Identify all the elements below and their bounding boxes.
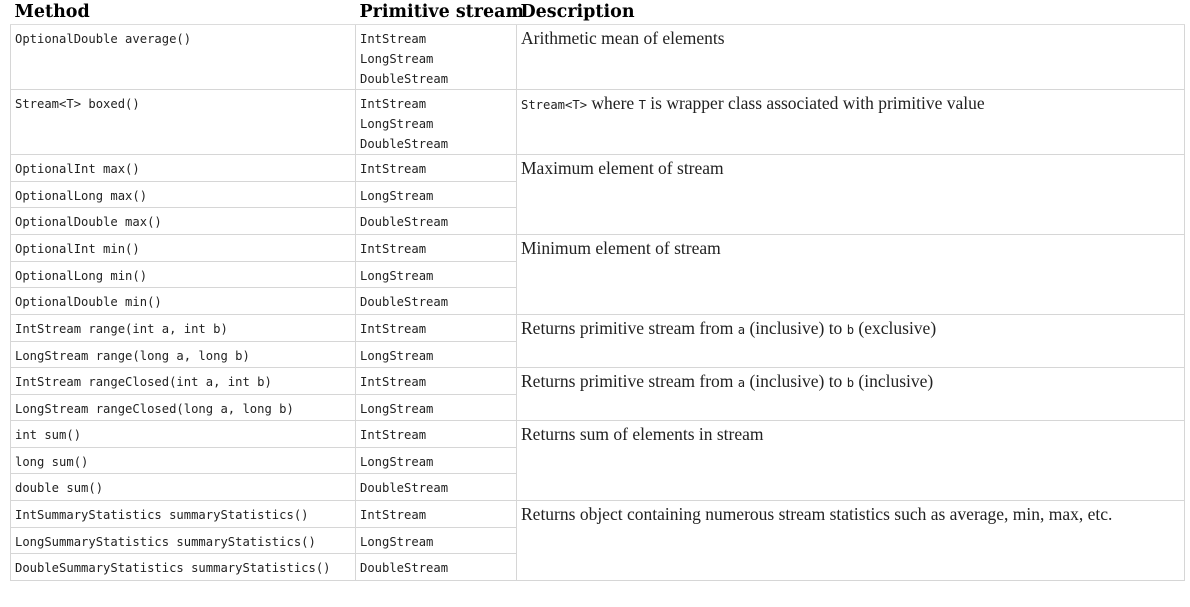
method-cell: IntSummaryStatistics summaryStatistics() xyxy=(10,500,356,528)
method-cell: OptionalInt min() xyxy=(10,234,356,262)
description-text: is wrapper class associated with primiti… xyxy=(645,93,985,113)
code-fragment: Stream<T> xyxy=(521,98,588,112)
code-fragment: a xyxy=(737,376,746,390)
table-row: IntStream range(int a, int b) IntStream … xyxy=(10,314,1185,368)
method-cell: IntStream range(int a, int b) xyxy=(10,314,356,342)
method-cell: LongStream range(long a, long b) xyxy=(10,341,356,368)
table-row: long sum() LongStream xyxy=(10,447,1185,474)
table-row: IntStream rangeClosed(int a, int b) IntS… xyxy=(10,367,1185,421)
header-description: Description xyxy=(516,0,1185,25)
table-row: OptionalLong max() LongStream xyxy=(10,181,1185,208)
stream-cell: IntStream xyxy=(355,500,517,528)
description-cell: Returns primitive stream from a (inclusi… xyxy=(516,314,1185,368)
description-text: Returns primitive stream from xyxy=(521,371,738,391)
stream-cell: LongStream xyxy=(355,527,517,554)
description-text: (exclusive) xyxy=(854,318,937,338)
table-row: LongSummaryStatistics summaryStatistics(… xyxy=(10,527,1185,554)
stream-name: IntStream xyxy=(360,97,427,111)
table-row: OptionalInt min() IntStream Minimum elem… xyxy=(10,234,1185,315)
header-method: Method xyxy=(10,0,356,25)
table-row: Stream<T> boxed() IntStream LongStream D… xyxy=(10,89,1185,155)
method-cell: DoubleSummaryStatistics summaryStatistic… xyxy=(10,553,356,581)
method-cell: OptionalLong max() xyxy=(10,181,356,208)
method-cell: long sum() xyxy=(10,447,356,474)
stream-name: LongStream xyxy=(360,117,434,131)
description-text: (inclusive) to xyxy=(745,318,847,338)
description-cell: Arithmetic mean of elements xyxy=(516,24,1185,90)
stream-cell: DoubleStream xyxy=(355,473,517,501)
method-cell: LongStream rangeClosed(long a, long b) xyxy=(10,394,356,421)
table-row: IntSummaryStatistics summaryStatistics()… xyxy=(10,500,1185,581)
table-row: double sum() DoubleStream xyxy=(10,473,1185,501)
stream-name: IntStream xyxy=(360,32,427,46)
stream-cell: DoubleStream xyxy=(355,553,517,581)
table-row: OptionalDouble average() IntStream LongS… xyxy=(10,24,1185,90)
stream-name: DoubleStream xyxy=(360,72,449,86)
table-row: OptionalInt max() IntStream Maximum elem… xyxy=(10,154,1185,235)
stream-cell: DoubleStream xyxy=(355,287,517,315)
header-row: Method Primitive stream Description xyxy=(10,0,1185,25)
method-cell: OptionalDouble min() xyxy=(10,287,356,315)
stream-cell: LongStream xyxy=(355,261,517,288)
table-row: int sum() IntStream Returns sum of eleme… xyxy=(10,420,1185,501)
description-text: Returns primitive stream from xyxy=(521,318,738,338)
header-primitive-stream: Primitive stream xyxy=(355,0,524,25)
description-cell: Returns primitive stream from a (inclusi… xyxy=(516,367,1185,421)
code-fragment: b xyxy=(846,323,855,337)
table-row: OptionalLong min() LongStream xyxy=(10,261,1185,288)
stream-cell: LongStream xyxy=(355,447,517,474)
stream-cell: LongStream xyxy=(355,341,517,368)
stream-name: DoubleStream xyxy=(360,137,449,151)
stream-cell: IntStream xyxy=(355,367,517,395)
stream-name: LongStream xyxy=(360,52,434,66)
code-fragment: a xyxy=(737,323,746,337)
table-row: DoubleSummaryStatistics summaryStatistic… xyxy=(10,553,1185,581)
table-row: LongStream rangeClosed(long a, long b) L… xyxy=(10,394,1185,421)
stream-methods-table: Method Primitive stream Description Opti… xyxy=(10,0,1185,581)
method-cell: double sum() xyxy=(10,473,356,501)
description-cell: Stream<T> where T is wrapper class assoc… xyxy=(516,89,1185,155)
method-cell: OptionalLong min() xyxy=(10,261,356,288)
stream-cell: IntStream xyxy=(355,234,517,262)
method-cell: OptionalDouble max() xyxy=(10,207,356,235)
code-fragment: b xyxy=(846,376,855,390)
description-cell: Returns sum of elements in stream xyxy=(516,420,1185,501)
method-cell: Stream<T> boxed() xyxy=(10,89,356,155)
method-cell: OptionalDouble average() xyxy=(10,24,356,90)
stream-cell: IntStream xyxy=(355,420,517,448)
stream-cell: LongStream xyxy=(355,394,517,421)
description-cell: Maximum element of stream xyxy=(516,154,1185,235)
method-cell: IntStream rangeClosed(int a, int b) xyxy=(10,367,356,395)
method-cell: OptionalInt max() xyxy=(10,154,356,182)
stream-cell: DoubleStream xyxy=(355,207,517,235)
table-row: OptionalDouble min() DoubleStream xyxy=(10,287,1185,315)
stream-cell: IntStream xyxy=(355,154,517,182)
stream-cell: LongStream xyxy=(355,181,517,208)
stream-cell: IntStream LongStream DoubleStream xyxy=(355,24,517,90)
description-text: (inclusive) to xyxy=(745,371,847,391)
method-cell: LongSummaryStatistics summaryStatistics(… xyxy=(10,527,356,554)
method-cell: int sum() xyxy=(10,420,356,448)
stream-cell: IntStream LongStream DoubleStream xyxy=(355,89,517,155)
table-row: LongStream range(long a, long b) LongStr… xyxy=(10,341,1185,368)
description-cell: Returns object containing numerous strea… xyxy=(516,500,1185,581)
code-fragment: T xyxy=(638,98,646,112)
stream-cell: IntStream xyxy=(355,314,517,342)
description-cell: Minimum element of stream xyxy=(516,234,1185,315)
description-text: where xyxy=(587,93,639,113)
description-text: (inclusive) xyxy=(854,371,934,391)
